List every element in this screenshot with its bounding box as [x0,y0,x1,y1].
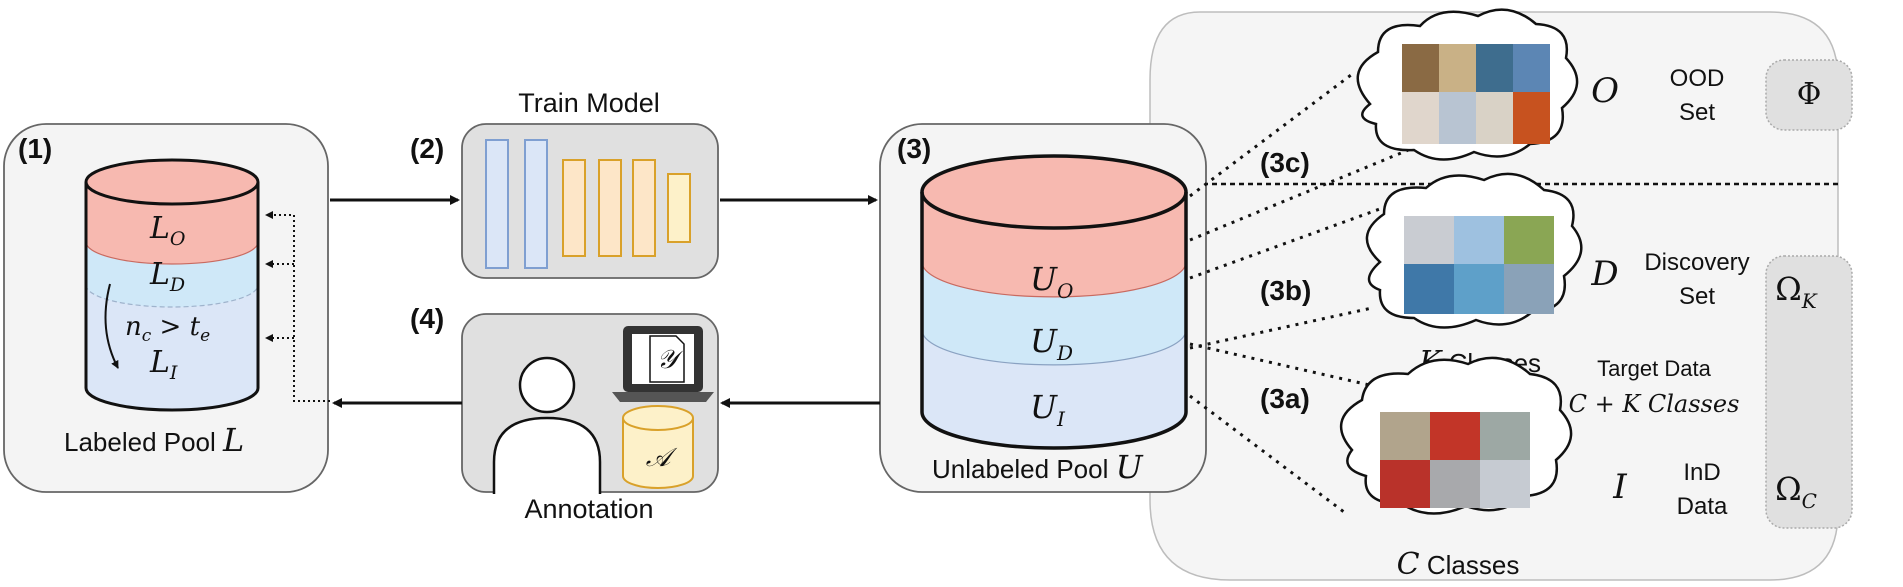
labeled-pool-cylinder [84,158,260,412]
step-1-label: (1) [18,133,52,164]
labeled-ind-layer: LI [149,345,178,384]
partition-lines [1189,70,1433,514]
laptop-icon: 𝒴 [612,326,714,402]
ind-image [1380,460,1430,508]
ood-image [1476,44,1513,92]
unlabeled-discovery-layer: UD [1030,322,1073,365]
target-data-line2: C + K Classes [1569,390,1740,418]
step-3a-label: (3a) [1260,383,1310,414]
discovery-image [1504,216,1554,264]
omega-k-symbol: ΩK [1775,270,1818,313]
output-layer [667,173,691,243]
ind-image [1480,412,1530,460]
head-layer-2 [598,159,622,257]
discovery-image [1404,264,1454,314]
train-model-title: Train Model [518,88,660,118]
ood-image [1439,92,1476,144]
discovery-image-cloud [1365,172,1583,329]
ood-set-line1: OOD [1670,65,1725,92]
annotator-person-icon [492,356,602,494]
labeled-pool-panel: (1) LO LD LI nc > te Labeled Pool L [3,123,329,493]
ood-image [1513,44,1550,92]
labeled-pool-caption: Labeled Pool L [64,421,244,459]
threshold-condition: nc > te [125,312,210,346]
ood-image [1513,92,1550,144]
step-3b-label: (3b) [1260,275,1311,306]
omega-c-symbol: ΩC [1775,470,1817,513]
annotator-database-icon: 𝒜 [622,405,694,489]
ood-image-cloud [1356,8,1579,161]
ood-image [1402,92,1439,144]
unlabeled-ind-layer: UI [1030,388,1066,431]
ind-image [1430,412,1480,460]
head-layer-3 [632,159,656,257]
phi-space-box: Φ [1765,59,1853,131]
ood-image [1476,92,1513,144]
head-layer-1 [562,159,586,257]
ind-data-line1: InD [1683,459,1720,486]
ood-image [1439,44,1476,92]
ind-image [1430,460,1480,508]
unlabeled-pool-cylinder [920,154,1188,450]
train-model-panel: Train Model (2) [410,88,719,279]
ind-image-cloud [1339,356,1573,515]
discovery-set-line2: Set [1679,283,1715,310]
step-2-label: (2) [410,133,444,164]
promotion-arrow [104,283,119,369]
phi-symbol: Φ [1797,77,1822,112]
labeled-discovery-layer: LD [149,257,185,296]
ind-classes-caption: C Classes [1397,547,1520,582]
discovery-set-line1: Discovery [1644,249,1749,276]
ood-set-line2: Set [1679,99,1715,126]
encoder-layer-1 [485,139,509,269]
ind-data-line2: Data [1677,493,1728,520]
ood-symbol: O [1591,71,1619,111]
discovery-symbol: D [1590,254,1618,294]
ind-symbol: I [1612,467,1627,507]
label-feedback-lines [265,211,330,402]
ood-image [1402,44,1439,92]
discovery-image [1454,264,1504,314]
step-3-label: (3) [897,133,931,164]
target-data-line1: Target Data [1597,356,1711,381]
encoder-layer-2 [524,139,548,269]
step-3c-label: (3c) [1260,147,1310,178]
pipeline-arrows [330,195,880,408]
ind-image [1480,460,1530,508]
omega-space-box: ΩK ΩC [1765,255,1853,529]
annotation-panel: (4) 𝒴 𝒜 Annotation [410,303,719,524]
labeled-ood-layer: LO [149,211,186,250]
annotation-title: Annotation [524,494,653,524]
discovery-image [1404,216,1454,264]
step-4-label: (4) [410,303,444,334]
discovery-image [1454,216,1504,264]
unlabeled-ood-layer: UO [1030,260,1073,303]
discovery-image [1504,264,1554,314]
ind-image [1380,412,1430,460]
unlabeled-pool-panel: (3) UO UD UI Unlabeled Pool U [879,123,1207,493]
unlabeled-pool-caption: Unlabeled Pool U [932,448,1144,486]
